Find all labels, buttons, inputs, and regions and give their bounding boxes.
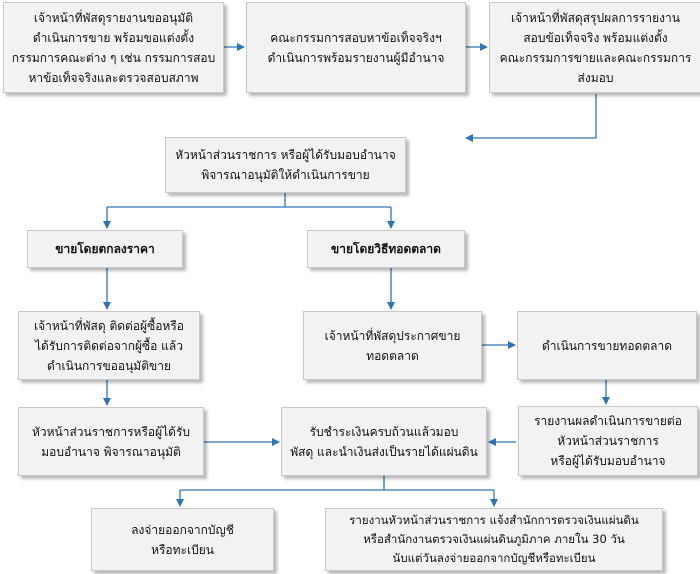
node-sell-by-price: ขายโดยตกลงราคา xyxy=(27,230,183,268)
node-report-officer: เจ้าหน้าที่พัสดุรายงานขออนุมัติ ดำเนินกา… xyxy=(3,2,224,93)
node-report-officer-text: เจ้าหน้าที่พัสดุรายงานขออนุมัติ ดำเนินกา… xyxy=(11,10,216,85)
node-remove-from-account: ลงจ่ายออกจากบัญชี หรือทะเบียน xyxy=(91,508,274,571)
node-head-approve-sale-text: หัวหน้าส่วนราชการ หรือผู้ได้รับมอบอำนาจ … xyxy=(175,148,396,182)
node-summary-officer: เจ้าหน้าที่พัสดุสรุปผลการรายงาน สอบข้อเท… xyxy=(489,2,700,93)
node-report-result: รายงานผลดำเนินการขายต่อ หัวหน้าส่วนราชกา… xyxy=(518,406,698,476)
node-fact-committee-text: คณะกรรมการสอบหาข้อเท็จจริงฯ ดำเนินการพร้… xyxy=(267,30,445,65)
node-head-approve-text: หัวหน้าส่วนราชการหรือผู้ได้รับ มอบอำนาจ … xyxy=(31,424,191,459)
node-summary-officer-text: เจ้าหน้าที่พัสดุสรุปผลการรายงาน สอบข้อเท… xyxy=(499,10,692,85)
node-announce-auction-text: เจ้าหน้าที่พัสดุประกาศขาย ทอดตลาด xyxy=(324,328,461,363)
node-contact-buyer: เจ้าหน้าที่พัสดุ ติดต่อผู้ซื้อหรือ ได้รั… xyxy=(18,311,200,380)
node-head-approve-sale: หัวหน้าส่วนราชการ หรือผู้ได้รับมอบอำนาจ … xyxy=(165,137,406,193)
node-remove-from-account-text: ลงจ่ายออกจากบัญชี หรือทะเบียน xyxy=(131,522,234,557)
node-head-approve: หัวหน้าส่วนราชการหรือผู้ได้รับ มอบอำนาจ … xyxy=(18,407,204,476)
node-contact-buyer-text: เจ้าหน้าที่พัสดุ ติดต่อผู้ซื้อหรือ ได้รั… xyxy=(33,318,184,373)
node-sell-by-auction: ขายโดยวิธีทอดตลาด xyxy=(307,230,465,268)
node-receive-payment: รับชำระเงินครบถ้วนแล้วมอบ พัสดุ และนำเงิ… xyxy=(281,407,487,476)
arrow-summary-to-head xyxy=(465,94,597,142)
node-report-audit-text: รายงานหัวหน้าส่วนราชการ แจ้งสำนักการตรวจ… xyxy=(349,513,639,565)
node-announce-auction: เจ้าหน้าที่พัสดุประกาศขาย ทอดตลาด xyxy=(303,311,482,380)
node-report-audit: รายงานหัวหน้าส่วนราชการ แจ้งสำนักการตรวจ… xyxy=(325,508,663,571)
node-do-auction: ดำเนินการขายทอดตลาด xyxy=(517,311,697,380)
node-receive-payment-text: รับชำระเงินครบถ้วนแล้วมอบ พัสดุ และนำเงิ… xyxy=(290,424,478,459)
node-report-result-text: รายงานผลดำเนินการขายต่อ หัวหน้าส่วนราชกา… xyxy=(534,414,682,468)
node-fact-committee: คณะกรรมการสอบหาข้อเท็จจริงฯ ดำเนินการพร้… xyxy=(246,2,466,93)
